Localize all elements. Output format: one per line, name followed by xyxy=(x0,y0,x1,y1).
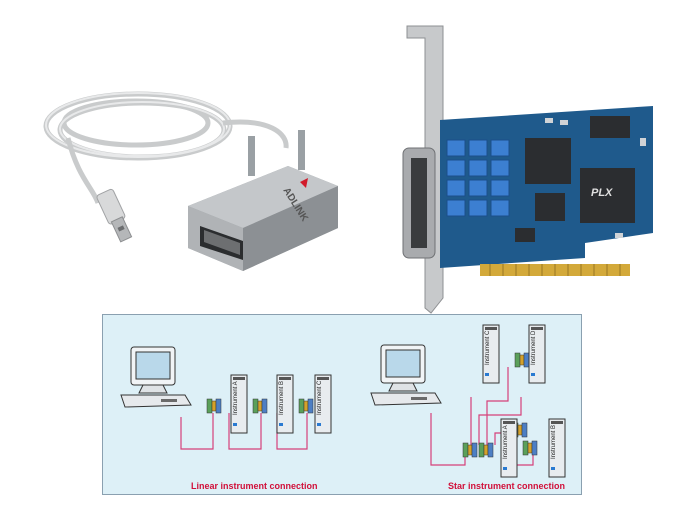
linear-instrument-a-label: Instrument A xyxy=(233,381,239,415)
star-connection-caption: Star instrument connection xyxy=(448,481,566,491)
linear-instrument-c-label: Instrument C xyxy=(317,380,323,415)
star-instrument-a-label: Instrument A xyxy=(503,425,509,459)
connection-diagram: Instrument A Instrument B Instrument C I… xyxy=(102,314,582,495)
connection-diagram-drawing xyxy=(120,324,566,478)
plx-logo: PLX xyxy=(591,187,613,199)
linear-connection-caption: Linear instrument connection xyxy=(191,481,318,491)
star-instrument-d-label: Instrument D xyxy=(531,330,537,365)
star-instrument-b-label: Instrument B xyxy=(551,424,557,459)
usb-gpib-adapter-image: ADLINK xyxy=(43,91,338,271)
linear-instrument-b-label: Instrument B xyxy=(279,380,285,415)
star-instrument-c-label: Instrument C xyxy=(485,330,491,365)
pci-gpib-card-image: PLX xyxy=(402,25,653,314)
